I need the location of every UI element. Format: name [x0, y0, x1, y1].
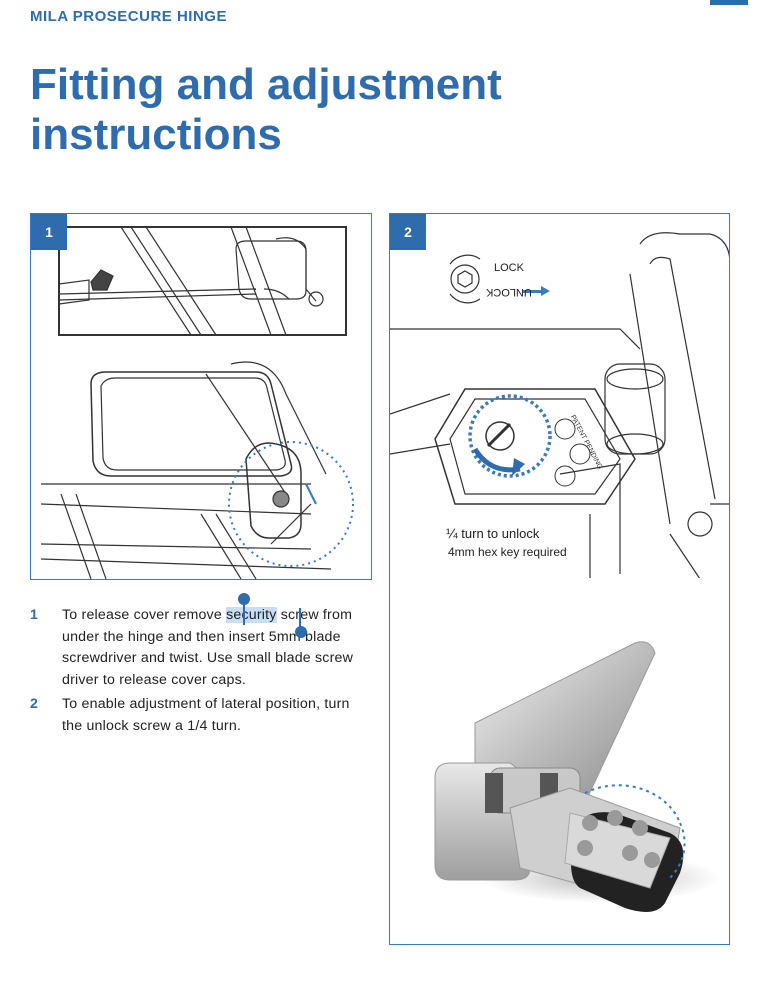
lock-label: LOCK — [494, 262, 524, 274]
instruction-item-1: 1 To release cover remove security screw… — [30, 605, 370, 691]
selected-text[interactable]: security — [226, 607, 277, 623]
instructions-list: 1 To release cover remove security screw… — [30, 605, 370, 740]
panel-step-2: 2 — [389, 213, 730, 580]
unlock-label: UNLOCK — [486, 286, 532, 298]
turn-caption: ¼ turn to unlock — [446, 525, 539, 541]
selection-end-handle[interactable] — [295, 626, 307, 638]
step-1-illustration — [40, 226, 354, 579]
turn-label: turn to unlock — [457, 526, 540, 541]
page-title: Fitting and adjustment instructions — [30, 60, 502, 159]
hinge-photo — [434, 641, 720, 912]
panel-photo — [389, 578, 730, 945]
selection-end-caret — [299, 608, 301, 630]
instruction-text-after: screw from under the hinge and then inse… — [62, 607, 354, 688]
step-2-badge: 2 — [390, 214, 426, 250]
instruction-number: 2 — [30, 696, 39, 712]
hex-key-caption: 4mm hex key required — [448, 545, 567, 559]
instruction-text-before: To release cover remove — [62, 607, 227, 623]
corner-tab — [710, 0, 748, 5]
selection-start-caret — [243, 603, 245, 625]
instruction-number: 1 — [30, 607, 39, 623]
panel-step-1: 1 — [30, 213, 372, 580]
instruction-text: To enable adjustment of lateral position… — [62, 696, 350, 734]
instruction-item-2: 2 To enable adjustment of lateral positi… — [30, 694, 370, 737]
selection-start-handle[interactable] — [238, 593, 250, 605]
step-1-badge: 1 — [31, 214, 67, 250]
fraction-label: ¼ — [446, 525, 458, 541]
brand-label: MILA PROSECURE HINGE — [30, 8, 227, 25]
step-2-illustration — [390, 232, 729, 579]
